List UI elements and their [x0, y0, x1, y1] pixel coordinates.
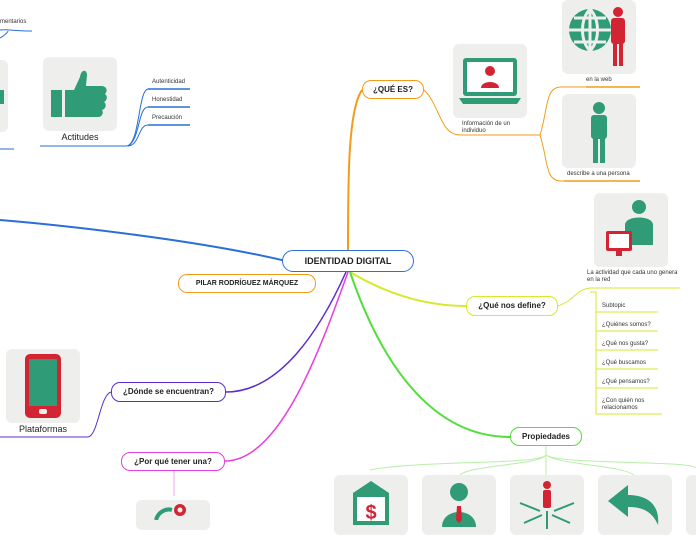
que-define-item[interactable]: ¿Qué nos gusta? — [602, 341, 649, 347]
actitud-item[interactable]: Precaución — [152, 115, 183, 121]
partial-icon — [0, 90, 4, 104]
thumbs-up-icon — [51, 70, 107, 117]
que-define-item[interactable]: ¿Con quién nos relacionamos — [602, 398, 645, 411]
partial-tile — [0, 60, 8, 132]
computer-user-icon — [606, 200, 653, 256]
donde-topic[interactable]: ¿Dónde se encuentran? — [111, 382, 226, 402]
que-define-caption[interactable]: La actividad que cada uno genera en la r… — [587, 270, 678, 283]
author-topic[interactable]: PILAR RODRÍGUEZ MÁRQUEZ — [178, 274, 316, 293]
back-arrow-icon — [608, 485, 659, 525]
central-topic[interactable]: IDENTIDAD DIGITAL — [282, 250, 414, 272]
location-tile — [136, 500, 210, 530]
monitor-user-icon — [459, 58, 521, 104]
network-person-icon — [519, 481, 575, 529]
person-tile — [562, 94, 636, 168]
person-icon — [591, 102, 607, 163]
actitud-item[interactable]: Honestidad — [152, 97, 183, 103]
que-define-item[interactable]: ¿Qué pensamos? — [602, 379, 650, 385]
price-tag-icon: $ — [353, 481, 389, 525]
mindmap-connectors — [0, 29, 696, 496]
que-define-item[interactable]: ¿Qué buscamos — [602, 360, 647, 366]
globe-person-icon — [569, 7, 625, 66]
back-arrow-tile — [598, 475, 672, 535]
actitudes-label[interactable]: Actitudes — [61, 132, 99, 142]
que-es-item[interactable]: describe a una persona — [567, 171, 630, 177]
que-define-topic[interactable]: ¿Qué nos define? — [466, 296, 558, 316]
que-es-item[interactable]: en la web — [586, 77, 612, 83]
por-que-topic[interactable]: ¿Por qué tener una? — [121, 452, 225, 471]
que-define-item[interactable]: Subtopic — [602, 303, 626, 309]
computer-user-tile — [594, 193, 668, 267]
monitor-tile — [453, 44, 527, 118]
business-person-icon — [442, 483, 476, 527]
propiedades-topic[interactable]: Propiedades — [510, 427, 582, 446]
svg-text:$: $ — [365, 502, 376, 524]
network-person-tile — [510, 475, 584, 535]
partial-property-tile — [686, 475, 696, 535]
tablet-icon — [25, 354, 61, 418]
que-es-caption[interactable]: Información de un individuo — [462, 121, 511, 134]
que-define-item[interactable]: ¿Quiénes somos? — [602, 322, 651, 328]
partial-topic-label[interactable]: mentarios — [0, 19, 27, 25]
location-pin-icon — [154, 504, 186, 521]
price-tag-tile: $ — [334, 475, 408, 535]
donde-item[interactable]: Plataformas — [18, 424, 68, 434]
que-es-topic[interactable]: ¿QUÉ ES? — [362, 80, 424, 99]
thumbs-up-tile — [43, 57, 117, 131]
business-person-tile — [422, 475, 496, 535]
tablet-tile — [6, 349, 80, 423]
actitud-item[interactable]: Autenticidad — [152, 79, 186, 85]
globe-tile — [562, 0, 636, 74]
